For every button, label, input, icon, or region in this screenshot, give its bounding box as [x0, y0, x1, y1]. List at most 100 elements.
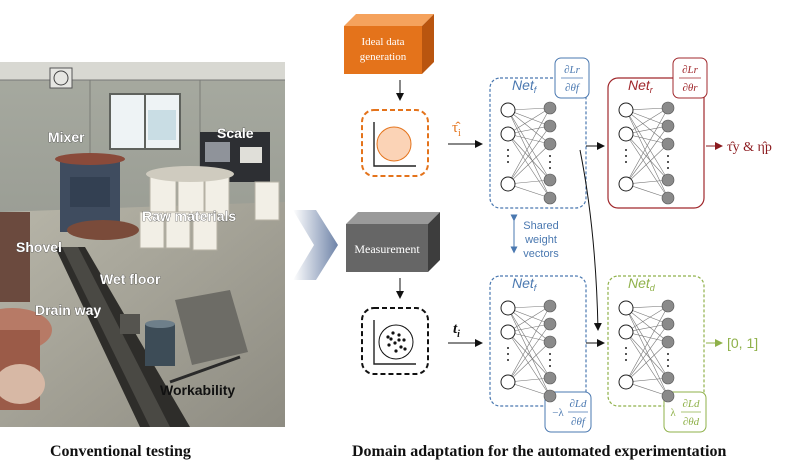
ellipsis-dot — [625, 155, 627, 157]
shared-weights-line3: vectors — [523, 248, 559, 260]
domain-output: [0, 1] — [727, 335, 758, 351]
ideal-data-generation-box: Ideal data generation — [344, 14, 434, 74]
hidden-node — [661, 299, 675, 313]
grad-dLr-dthetar: ∂Lr ∂θr — [672, 57, 708, 99]
input-node — [500, 300, 516, 316]
net-f-top-box — [489, 77, 587, 209]
measurement-box: Measurement — [346, 212, 440, 272]
ellipsis-dot — [507, 161, 509, 163]
ellipsis-dot — [667, 353, 669, 355]
hidden-node — [661, 389, 675, 403]
ellipsis-dot — [625, 161, 627, 163]
hidden-node — [543, 299, 557, 313]
ideal-box-line1: Ideal data — [361, 36, 404, 48]
net-r-graph — [618, 101, 675, 205]
measured-data-plot — [361, 307, 429, 375]
label-drain-way: Drain way — [35, 302, 101, 318]
ellipsis-dot — [507, 155, 509, 157]
label-wet-floor: Wet floor — [100, 271, 161, 287]
net-r-box — [607, 77, 705, 209]
regression-output: τ̂y & η̂p — [727, 140, 772, 155]
ellipsis-dot — [625, 359, 627, 361]
hidden-node — [543, 137, 557, 151]
input-node — [618, 126, 634, 142]
label-scale: Scale — [217, 125, 254, 141]
hidden-node — [661, 317, 675, 331]
hidden-node — [543, 101, 557, 115]
ellipsis-dot — [667, 167, 669, 169]
hidden-node — [661, 371, 675, 385]
ellipsis-dot — [667, 161, 669, 163]
net-d-title: Netd — [628, 275, 656, 293]
svg-text:∂Lr: ∂Lr — [564, 64, 581, 76]
net-d-graph — [618, 299, 675, 403]
ellipsis-dot — [625, 353, 627, 355]
svg-text:∂θd: ∂θd — [683, 416, 700, 428]
ellipsis-dot — [549, 155, 551, 157]
input-node — [500, 374, 516, 390]
grad-neg-lambda-dLd-dthetaf: −λ ∂Ld ∂θf — [544, 391, 592, 433]
hidden-node — [543, 335, 557, 349]
ellipsis-dot — [549, 161, 551, 163]
label-shovel: Shovel — [16, 239, 62, 255]
input-node — [500, 102, 516, 118]
ellipsis-dot — [667, 155, 669, 157]
hidden-node — [661, 173, 675, 187]
input-node — [500, 126, 516, 142]
ellipsis-dot — [549, 359, 551, 361]
svg-text:∂Lr: ∂Lr — [682, 64, 699, 76]
caption-conventional-testing: Conventional testing — [50, 443, 191, 460]
label-workability: Workability — [160, 382, 235, 398]
svg-text:λ: λ — [670, 407, 676, 419]
input-node — [618, 102, 634, 118]
net-f-bottom-box — [489, 275, 587, 407]
hidden-node — [661, 191, 675, 205]
hidden-node — [543, 317, 557, 331]
scatter-dots — [386, 331, 407, 353]
shared-weights-line1: Shared — [523, 220, 558, 232]
ideal-input-symbol: τ̂i — [452, 120, 461, 139]
measurement-label: Measurement — [354, 242, 420, 256]
lab-photo: Mixer Scale Raw materials Shovel Wet flo… — [0, 62, 285, 427]
grad-lambda-dLd-dthetad: λ ∂Ld ∂θd — [663, 391, 707, 433]
ellipsis-dot — [625, 347, 627, 349]
label-mixer: Mixer — [48, 129, 85, 145]
grad-dLr-dthetaf: ∂Lr ∂θf — [554, 57, 590, 99]
hidden-node — [543, 191, 557, 205]
input-node — [618, 300, 634, 316]
net-f-bottom-graph — [500, 299, 557, 403]
svg-text:∂θr: ∂θr — [682, 82, 698, 94]
net-r-title: Netr — [628, 77, 654, 95]
net-f-bottom-title: Netf — [512, 275, 538, 293]
ellipsis-dot — [507, 359, 509, 361]
input-node — [500, 176, 516, 192]
svg-text:∂Ld: ∂Ld — [682, 398, 700, 410]
ellipsis-dot — [507, 347, 509, 349]
hidden-node — [661, 137, 675, 151]
shared-weights-line2: weight — [524, 234, 557, 246]
input-node — [500, 324, 516, 340]
measured-input-symbol: ti — [453, 321, 460, 340]
ellipsis-dot — [549, 353, 551, 355]
net-f-top-title: Netf — [512, 77, 538, 95]
caption-domain-adaptation: Domain adaptation for the automated expe… — [352, 443, 727, 460]
svg-text:∂θf: ∂θf — [571, 416, 587, 428]
ellipsis-dot — [667, 365, 669, 367]
hidden-node — [543, 389, 557, 403]
input-node — [618, 374, 634, 390]
hidden-node — [661, 119, 675, 133]
ellipsis-dot — [549, 167, 551, 169]
ideal-box-line2: generation — [360, 51, 407, 63]
ellipsis-dot — [667, 359, 669, 361]
label-raw-materials: Raw materials — [142, 208, 236, 224]
svg-text:∂θf: ∂θf — [565, 82, 581, 94]
hidden-node — [543, 173, 557, 187]
hidden-node — [543, 119, 557, 133]
neural-network-graphs — [500, 101, 675, 403]
ellipsis-dot — [625, 149, 627, 151]
ellipsis-dot — [507, 353, 509, 355]
hidden-node — [543, 371, 557, 385]
net-f-top-graph — [500, 101, 557, 205]
transition-chevron — [293, 210, 338, 280]
